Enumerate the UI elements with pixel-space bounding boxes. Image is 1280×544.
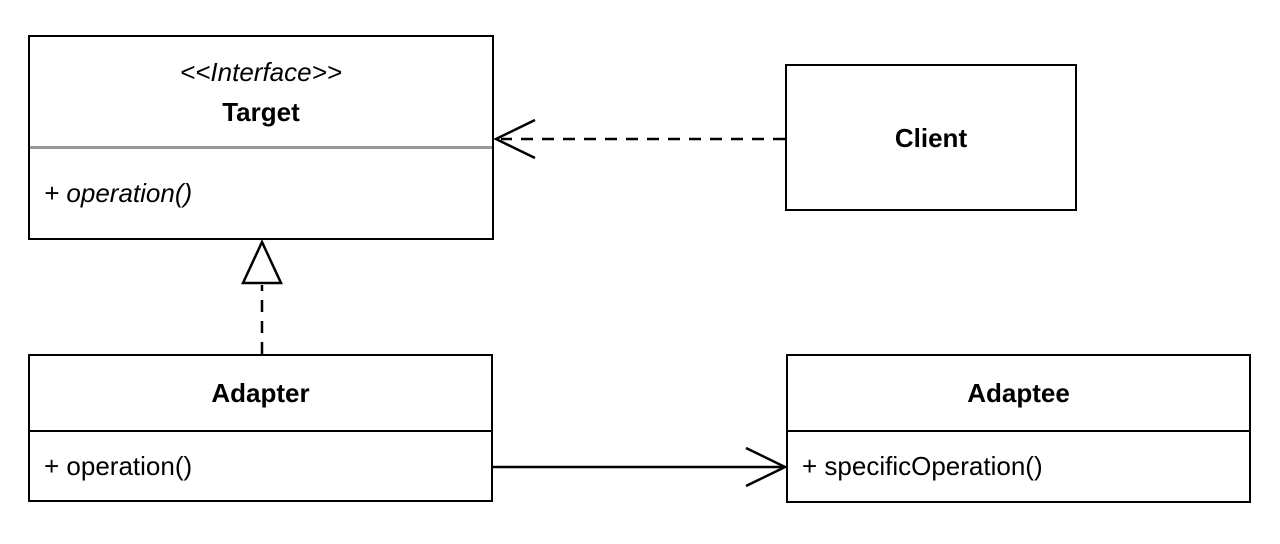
adapter-target-realization-arrow (241, 239, 283, 354)
class-box-client: Client (785, 64, 1077, 211)
class-box-adapter: Adapter + operation() (28, 354, 493, 502)
realization-hollow-triangle (241, 239, 283, 285)
adaptee-method: + specificOperation() (802, 451, 1043, 481)
association-open-arrowhead (745, 446, 788, 488)
class-box-target: <<Interface>> Target + operation() (28, 35, 494, 240)
adaptee-header: Adaptee (788, 356, 1249, 430)
client-header: Client (787, 66, 1075, 209)
dependency-open-arrowhead (493, 118, 536, 160)
target-section-divider (30, 146, 492, 149)
target-stereotype: <<Interface>> (180, 56, 342, 87)
target-class-name: Target (222, 96, 300, 127)
target-header: <<Interface>> Target (30, 37, 492, 146)
client-class-name: Client (894, 122, 968, 153)
adapter-method: + operation() (44, 450, 193, 481)
target-method: + operation() (44, 178, 193, 208)
client-target-dependency-arrow (493, 118, 785, 160)
adaptee-class-name: Adaptee (967, 378, 1070, 408)
class-box-adaptee: Adaptee + specificOperation() (786, 354, 1251, 503)
adaptee-section-divider (788, 430, 1249, 432)
adapter-adaptee-association-arrow (493, 446, 788, 488)
adapter-class-name: Adapter (211, 378, 310, 408)
adapter-section-divider (30, 430, 491, 432)
adapter-header: Adapter (30, 356, 491, 430)
